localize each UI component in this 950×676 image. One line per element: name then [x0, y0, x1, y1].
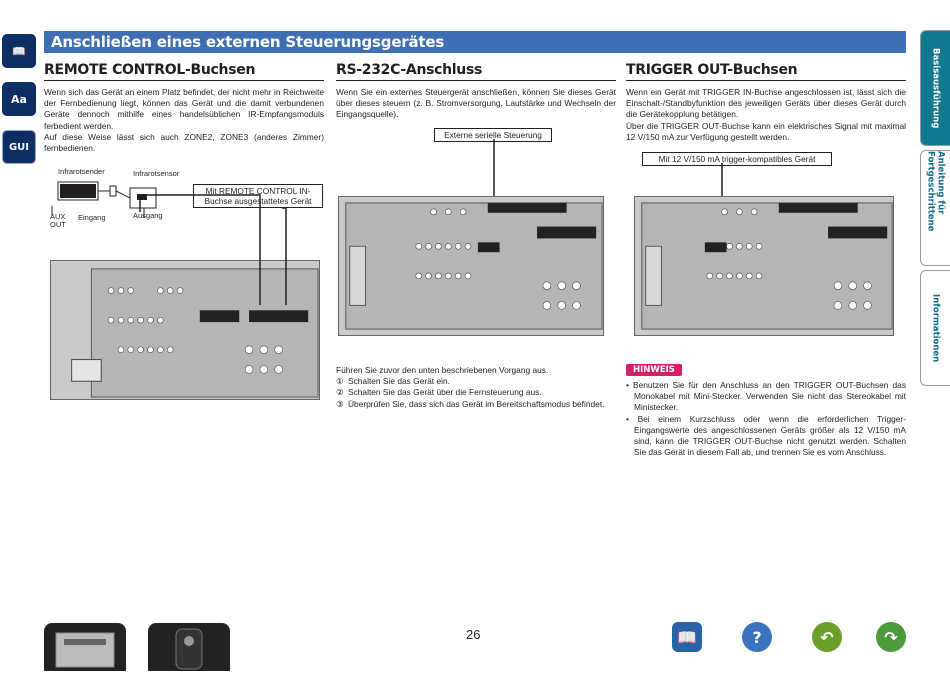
- front-panel-button[interactable]: [44, 623, 126, 671]
- page-number: 26: [466, 627, 481, 642]
- left-icon-strip: 📖 Aa GUI: [2, 34, 36, 178]
- tab-informationen[interactable]: Informationen: [920, 270, 950, 386]
- label-eingang: Eingang: [78, 213, 106, 222]
- help-icon[interactable]: ?: [742, 622, 772, 652]
- gui-icon[interactable]: GUI: [2, 130, 36, 164]
- remote-control-column: REMOTE CONTROL-Buchsen Wenn sich das Ger…: [44, 62, 324, 154]
- back-icon[interactable]: ↶: [812, 622, 842, 652]
- forward-icon[interactable]: ↷: [876, 622, 906, 652]
- col1-heading: REMOTE CONTROL-Buchsen: [44, 62, 324, 81]
- rs232c-steps: Führen Sie zuvor den unten beschriebenen…: [336, 365, 616, 410]
- rear-panel-trigger: [634, 196, 894, 336]
- hinweis-item: Benutzen Sie für den Anschluss an den TR…: [626, 380, 906, 414]
- steps-intro: Führen Sie zuvor den unten beschriebenen…: [336, 365, 549, 375]
- col2-text: Wenn Sie ein externes Steuergerät anschl…: [336, 87, 616, 120]
- col3-callout: Mit 12 V/150 mA trigger-kompatibles Gerä…: [642, 152, 832, 166]
- front-panel-icon: [55, 632, 115, 668]
- rs232c-column: RS-232C-Anschluss Wenn Sie ein externes …: [336, 62, 616, 121]
- label-infrarotsensor: Infrarotsensor: [133, 169, 180, 178]
- col2-callout: Externe serielle Steuerung: [434, 128, 552, 142]
- ir-devices-diagram: [51, 181, 157, 218]
- remote-icon: [175, 628, 203, 670]
- section-title: Anschließen eines externen Steuerungsger…: [44, 31, 906, 53]
- col2-heading: RS-232C-Anschluss: [336, 62, 616, 81]
- rear-panel-button[interactable]: [148, 623, 230, 671]
- right-tab-strip: Basisausführung Anleitung für Fortgeschr…: [920, 30, 950, 390]
- col3-text2: Über die TRIGGER OUT-Buchse kann ein ele…: [626, 120, 906, 142]
- rear-panel-rs232c: [338, 196, 604, 336]
- tab-fortgeschrittene[interactable]: Anleitung für Fortgeschrittene: [920, 150, 950, 266]
- hinweis-badge: HINWEIS: [626, 364, 682, 376]
- col1-text2: Auf diese Weise lässt sich auch ZONE2, Z…: [44, 131, 324, 154]
- col1-text: Wenn sich das Gerät an einem Platz befin…: [44, 87, 324, 131]
- tab-basisausfuehrung[interactable]: Basisausführung: [920, 30, 950, 146]
- rear-panel-remote: [50, 260, 320, 400]
- label-ausgang: Ausgang: [133, 211, 163, 220]
- font-icon[interactable]: Aa: [2, 82, 36, 116]
- col3-text: Wenn ein Gerät mit TRIGGER IN-Buchse ang…: [626, 87, 906, 120]
- book-icon[interactable]: 📖: [2, 34, 36, 68]
- label-infrarotsender: Infrarotsender: [58, 167, 105, 176]
- contents-book-icon[interactable]: 📖: [672, 622, 702, 652]
- hinweis-item: Bei einem Kurzschluss oder wenn die erfo…: [626, 414, 906, 459]
- hinweis-list: Benutzen Sie für den Anschluss an den TR…: [626, 380, 906, 458]
- col1-callout: Mit REMOTE CONTROL IN-Buchse ausgestatte…: [193, 184, 323, 208]
- col3-heading: TRIGGER OUT-Buchsen: [626, 62, 906, 81]
- trigger-out-column: TRIGGER OUT-Buchsen Wenn ein Gerät mit T…: [626, 62, 906, 143]
